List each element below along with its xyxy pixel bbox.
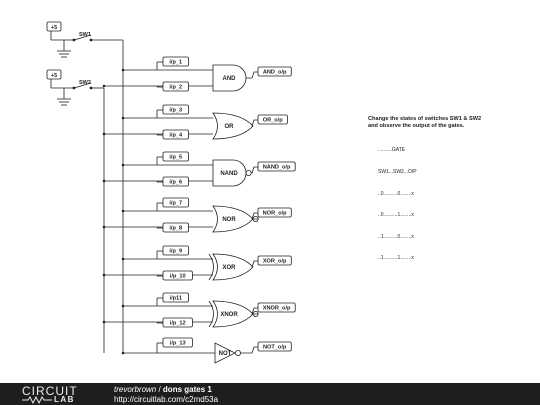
resistor-icon: [22, 396, 52, 404]
truth-table-row: ..1..........1........x: [378, 255, 414, 262]
instructions-line-2: and observe the output of the gates.: [368, 123, 465, 129]
input-tag: i/p_4: [169, 133, 183, 139]
input-tag: i/p_9: [169, 249, 182, 255]
input-tag: i/p_12: [170, 321, 186, 327]
output-tag: OR_o/p: [263, 118, 283, 124]
input-tag: i/p11: [170, 296, 182, 302]
logo-text-bottom: LAB: [54, 395, 75, 404]
truth-table-row: ..0..........1........x: [378, 212, 414, 219]
input-tag: i/p_6: [169, 180, 182, 186]
input-tag: i/p_2: [169, 85, 182, 91]
circuitlab-logo[interactable]: CIRCUIT LAB: [22, 385, 94, 404]
input-tag: i/p_13: [170, 341, 186, 347]
output-tag: NOT_o/p: [263, 345, 287, 351]
credit-separator: /: [156, 385, 163, 394]
supply-wiring: [50, 29, 124, 353]
switch-label: SW2: [79, 80, 91, 86]
input-tag: i/p_10: [170, 274, 186, 280]
output-tag: NAND_o/p: [263, 165, 291, 171]
source-label: +5: [51, 73, 57, 79]
instructions-note: Change the states of switches SW1 & SW2 …: [368, 116, 481, 130]
output-tag: XNOR_o/p: [263, 306, 291, 312]
gate-nor: i/p_7 i/p_8 NOR NOR_o/p: [102, 197, 292, 233]
gate-nand: i/p_5 i/p_6 NAND NAND_o/p: [102, 151, 296, 187]
gate-or: i/p_3 i/p_4 OR OR_o/p: [102, 104, 288, 140]
gate-label: OR: [225, 124, 235, 130]
footer-bar: CIRCUIT LAB trevorbrown / dons gates 1 h…: [0, 383, 540, 405]
circuit-title: dons gates 1: [162, 385, 212, 394]
author-link[interactable]: trevorbrown: [114, 385, 157, 394]
logic-gates: i/p_1i/p_2ANDAND_o/pi/p_3i/p_4OROR_o/pi/…: [102, 56, 296, 364]
switch-label: SW1: [79, 32, 91, 38]
source-2: +5 SW2: [46, 69, 91, 86]
truth-table: ..........GATE SW1...SW2...O/P ..0......…: [378, 133, 417, 270]
truth-table-row: ..0..........0........x: [378, 190, 414, 197]
gate-label: AND: [223, 76, 237, 82]
input-tag: i/p_7: [169, 201, 182, 207]
truth-table-columns: SW1...SW2...O/P: [378, 169, 417, 176]
output-tag: NOR_o/p: [263, 211, 288, 217]
truth-table-row: ..1..........0........x: [378, 233, 414, 240]
circuit-url[interactable]: http://circuitlab.com/c2md53a: [114, 395, 219, 404]
input-tag: i/p_5: [169, 155, 182, 161]
gate-and: i/p_1 i/p_2 AND AND_o/p: [102, 56, 292, 92]
circuit-credit: trevorbrown / dons gates 1: [114, 385, 212, 395]
gate-label: NOT: [219, 351, 232, 357]
switch-contacts: [72, 38, 93, 90]
input-tag: i/p_1: [169, 60, 182, 66]
gate-label: NOR: [222, 217, 236, 223]
gate-xnor: i/p11 i/p_12 XNOR XNOR_o/p: [102, 292, 296, 328]
source-label: +5: [51, 25, 57, 31]
supply-labels: +5 SW1 +5 SW2: [46, 21, 91, 86]
output-tag: AND_o/p: [263, 70, 287, 76]
gate-xor: i/p_9 i/p_10 XOR XOR_o/p: [102, 245, 292, 281]
output-tag: XOR_o/p: [263, 259, 287, 265]
truth-table-header: ..........GATE: [378, 147, 406, 154]
instructions-line-1: Change the states of switches SW1 & SW2: [368, 116, 482, 122]
circuit-schematic: +5 SW1 +5 SW2 i/p_1i/p_2ANDAND_o/pi/p_3i…: [46, 21, 296, 364]
gate-label: NAND: [220, 171, 238, 177]
logo-text-top: CIRCUIT: [22, 384, 78, 398]
input-tag: i/p_8: [169, 226, 182, 232]
source-1: +5 SW1: [46, 21, 91, 38]
gate-label: XNOR: [220, 312, 238, 318]
input-tag: i/p_3: [169, 108, 182, 114]
gate-label: XOR: [222, 265, 236, 271]
